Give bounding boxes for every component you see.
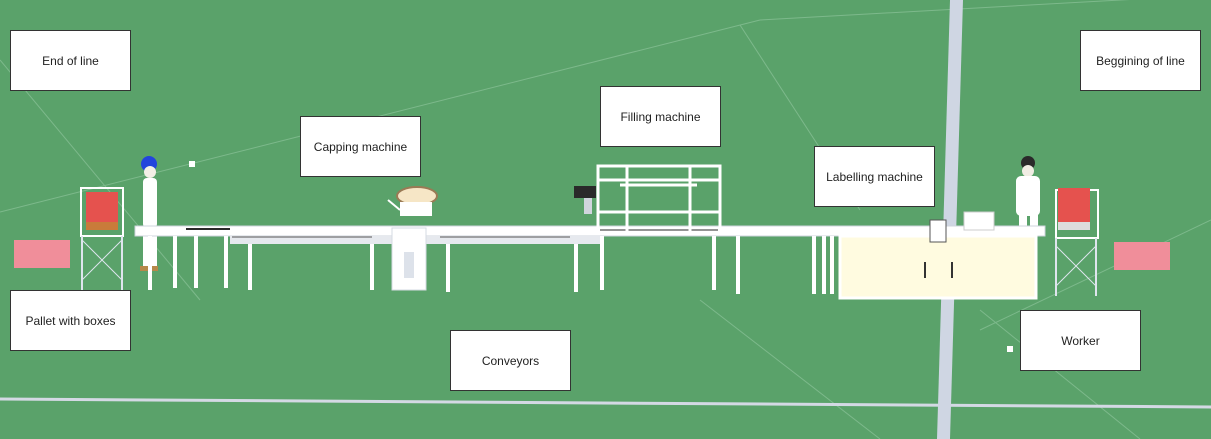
label-filling-machine: Filling machine — [600, 86, 721, 147]
filling-machine-arm — [574, 186, 596, 198]
label-beginning-of-line: Beggining of line — [1080, 30, 1201, 91]
worker-right — [1016, 156, 1040, 234]
end-pallet-rack — [80, 187, 124, 290]
labelling-machine-model — [838, 211, 1038, 300]
floor-marker — [189, 161, 195, 167]
label-conveyors: Conveyors — [450, 330, 571, 391]
filling-machine-arm-joint — [584, 198, 592, 214]
label-pallet-with-boxes: Pallet with boxes — [10, 290, 131, 351]
end-of-line-mat — [14, 240, 70, 268]
label-capping-machine: Capping machine — [300, 116, 421, 177]
worker-left — [140, 156, 158, 271]
label-labelling-machine: Labelling machine — [814, 146, 935, 207]
capping-machine-model — [387, 186, 438, 291]
beginning-of-line-mat — [1114, 242, 1170, 270]
floor-marker — [1007, 346, 1013, 352]
start-pallet-rack — [1055, 188, 1099, 296]
label-worker: Worker — [1020, 310, 1141, 371]
filling-machine-model — [596, 164, 722, 234]
label-end-of-line: End of line — [10, 30, 131, 91]
